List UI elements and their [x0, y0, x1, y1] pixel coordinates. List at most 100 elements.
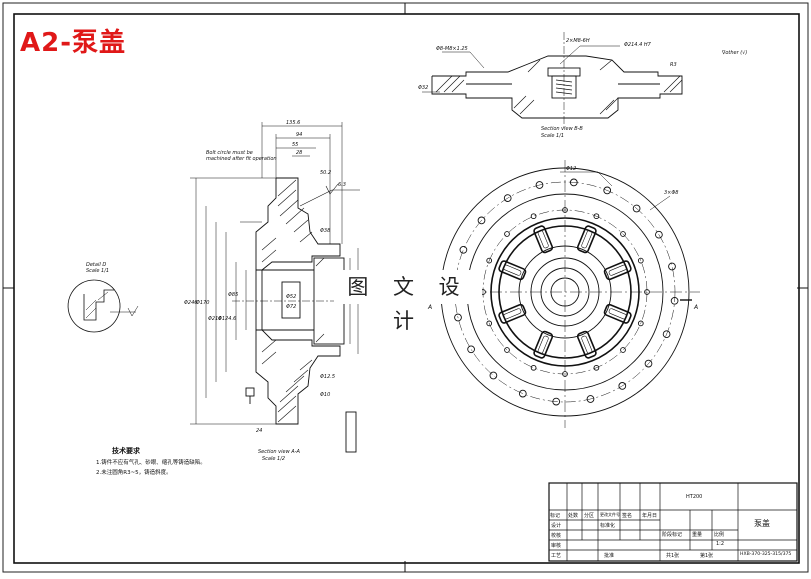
centering-marks	[3, 3, 808, 572]
left-label: 审核	[551, 543, 562, 549]
bolt-hole-outer	[467, 345, 475, 354]
dim-label: Φ124.6	[218, 316, 237, 322]
left-label: 校核	[551, 533, 562, 539]
dim-label: Φ85	[228, 292, 239, 298]
vane-slot-inner	[608, 308, 627, 320]
bolt-hole-inner	[620, 347, 626, 353]
vane-slot	[498, 303, 527, 324]
vane-slot	[603, 260, 632, 281]
vane-slot-inner	[503, 264, 522, 276]
bolt-hole-inner	[644, 289, 650, 295]
bolt-hole-inner	[486, 257, 493, 264]
inner-bolt-holes	[480, 207, 650, 377]
bolt-hole-outer	[477, 216, 486, 225]
section-aa-caption-line1: Section view A-A	[258, 449, 300, 455]
dim-label: Φ52	[286, 294, 297, 300]
vane-slot-inner	[537, 230, 549, 249]
dim-label: Φ12	[566, 166, 577, 172]
bolt-hole-outer	[489, 371, 498, 380]
vane-slots	[498, 225, 632, 359]
bolt-hole-inner	[530, 364, 537, 371]
bolt-hole-outer	[670, 296, 679, 305]
bolt-hole-inner	[486, 320, 493, 327]
dim-label: Φ216	[208, 316, 222, 322]
bolt-hole-outer	[618, 382, 627, 390]
stage-label: 阶段标记	[662, 532, 683, 538]
dim-label: R3	[670, 62, 677, 68]
dim-label: 55	[292, 142, 299, 148]
bolt-hole-outer	[603, 186, 612, 195]
dim-label: Φ246	[184, 300, 198, 306]
bolt-hole-inner	[504, 347, 510, 353]
general-roughness-note: ∇other (√)	[722, 50, 748, 56]
watermark-label: 图 文 设 计	[334, 270, 482, 333]
bolt-hole-inner	[530, 213, 537, 220]
tech-req-item-1: 1.铸件不应有气孔、砂眼、缩孔等铸造缺陷。	[96, 460, 206, 466]
row-label: 分区	[584, 513, 595, 519]
tech-req-item-2: 2.未注圆角R3~5，铸造斜度。	[96, 470, 172, 476]
bolt-hole-inner	[562, 207, 568, 213]
vane-slot-inner	[537, 335, 549, 354]
vane-slot	[533, 330, 554, 359]
row-label: 标记	[550, 513, 561, 519]
title-block-frame	[548, 482, 798, 562]
bolt-hole-inner	[504, 231, 510, 237]
part-name-text: 泵盖	[754, 519, 770, 528]
drawing-number-text: HXB-370-325-315/375	[740, 552, 792, 557]
vane-slot	[576, 330, 597, 359]
section-aa-caption-line2: Scale 1/2	[262, 456, 286, 462]
dim-label: Φ8-M8×1.25	[436, 46, 468, 52]
tech-req-title: 技术要求	[112, 447, 140, 455]
dim-label: 135.6	[286, 120, 301, 126]
bolt-hole-outer	[459, 245, 468, 254]
dim-label: Φ214.4 H7	[624, 42, 651, 48]
bolt-hole-outer	[655, 230, 663, 239]
section-mark-a-right: A	[694, 304, 699, 311]
sheet-number: 第1张	[700, 553, 714, 559]
dim-label: 94	[296, 132, 303, 138]
bolt-hole-outer	[644, 359, 653, 368]
dim-label: Φ32	[418, 85, 429, 91]
bolt-note-line1: Bolt circle must be	[206, 150, 253, 156]
dim-label: 28	[296, 150, 303, 156]
dim-label: Φ10	[320, 392, 331, 398]
bolt-hole-outer	[668, 262, 676, 271]
dim-label: Φ72	[286, 304, 297, 310]
row-label: 签名	[622, 513, 633, 519]
section-bb-caption-line1: Section view B-B	[541, 126, 583, 132]
dim-label: Φ12.5	[320, 374, 336, 380]
bolt-hole-outer	[518, 389, 527, 398]
sheet-count: 共1张	[666, 553, 680, 559]
bolt-hole-inner	[637, 320, 644, 327]
dim-label: Φ170	[196, 300, 210, 306]
detail-d-view	[67, 279, 139, 333]
vane-slot	[576, 225, 597, 254]
row-label: 处数	[568, 513, 579, 519]
bolt-hole-outer	[503, 194, 512, 202]
bolt-hole-inner	[637, 257, 644, 264]
section-bb-caption-line2: Scale 1/1	[541, 133, 565, 139]
material-text: HT200	[686, 494, 703, 500]
stage-label: 比例	[714, 532, 725, 538]
detail-caption-line2: Scale 1/1	[86, 268, 110, 274]
dim-label: Φ38	[320, 228, 331, 234]
row-label: 年月日	[642, 513, 658, 519]
vane-slot-inner	[608, 264, 627, 276]
bolt-hole-inner	[620, 231, 626, 237]
mid-label: 批准	[604, 553, 615, 559]
bolt-note-line2: machined after fit operation	[206, 156, 277, 162]
vane-slot-inner	[503, 308, 522, 320]
bolt-hole-outer	[586, 395, 595, 403]
bolt-hole-outer	[662, 330, 671, 339]
bolt-hole-inner	[593, 213, 600, 220]
bolt-hole-outer	[535, 181, 544, 189]
bolt-hole-inner	[593, 364, 600, 371]
row-label: 更改文件号	[600, 512, 620, 517]
bolt-hole-outer	[632, 204, 641, 213]
bolt-hole-inner	[562, 371, 568, 377]
left-label: 工艺	[551, 553, 562, 559]
vane-slot	[603, 303, 632, 324]
mid-label: 标准化	[600, 523, 616, 529]
dim-label: 3×Φ8	[664, 190, 679, 196]
